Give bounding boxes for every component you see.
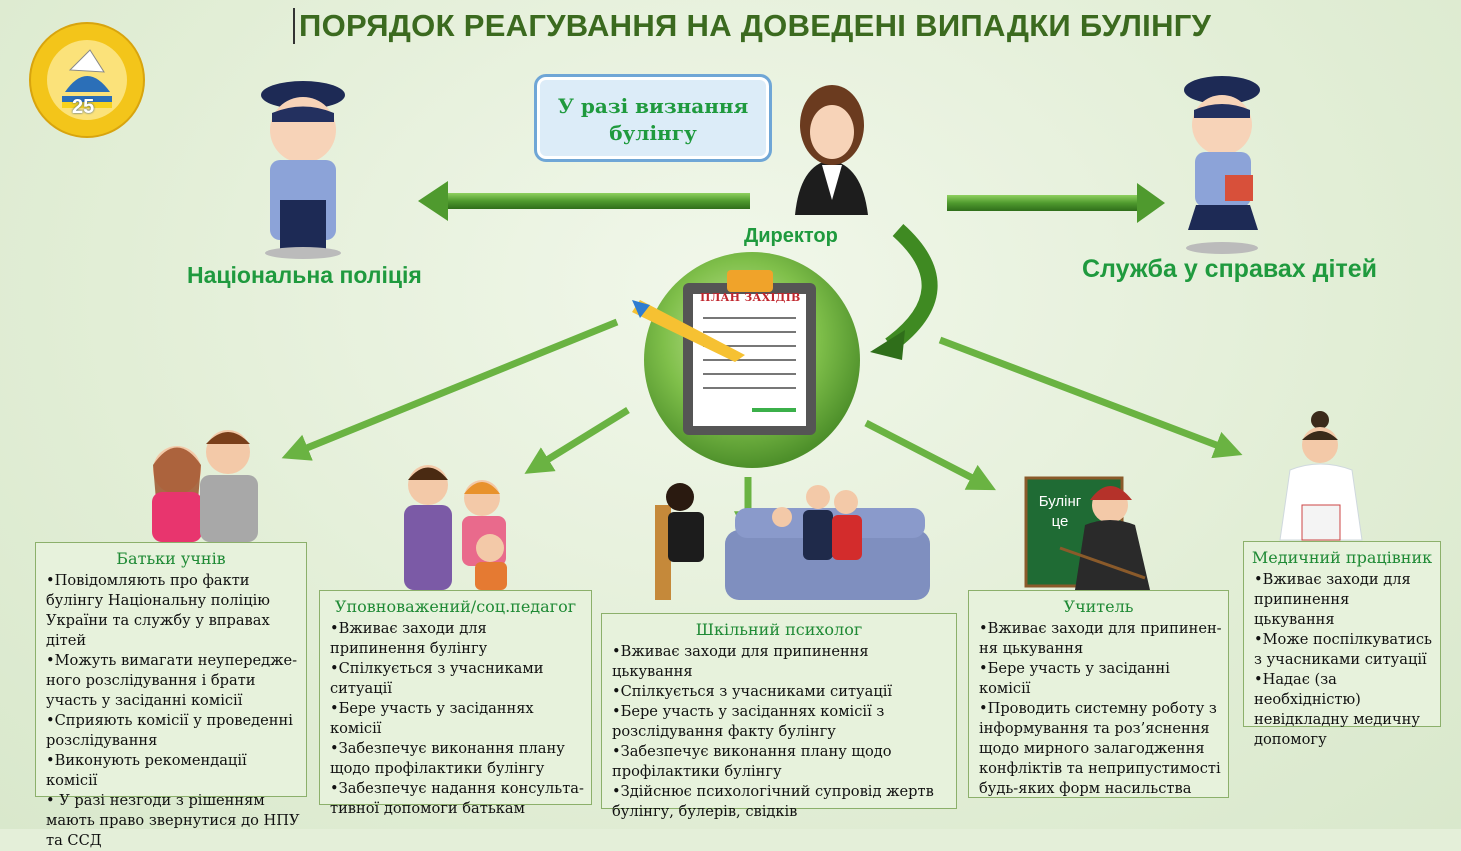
psychologist-item: •Спілкується з учасниками ситуації: [612, 683, 893, 700]
medic-item: •Надає (за необхідністю) невідкладну мед…: [1254, 671, 1420, 748]
social-item: •Спілкується з учасниками ситуації: [330, 660, 544, 697]
director-label: Директор: [744, 225, 838, 247]
social-item: •Забезпечує виконання плану щодо профіла…: [330, 740, 565, 777]
page-title: ПОРЯДОК РЕАГУВАННЯ НА ДОВЕДЕНІ ВИПАДКИ Б…: [293, 8, 1211, 44]
speech-bubble-text: У разі визнання булінгу: [557, 94, 749, 145]
social-item: •Вживає заходи для припинення булінгу: [330, 620, 488, 657]
medic-item: •Може поспілкуватись з учасниками ситуац…: [1254, 631, 1432, 668]
teacher-scene: [1024, 476, 1150, 590]
police-label: Національна поліція: [187, 262, 422, 288]
teacher-box: Учитель •Вживає заходи для припинен-ня ц…: [968, 590, 1229, 798]
medic-box-title: Медичний працівник: [1251, 548, 1433, 567]
plan-label: ПЛАН ЗАХІДІВ: [700, 291, 801, 304]
parents-item: •Сприяють комісії у проведенні розслідув…: [46, 712, 293, 749]
psychologist-item: •Вживає заходи для припинення цькування: [612, 643, 869, 680]
teacher-item: •Проводить системну роботу з інформуванн…: [979, 700, 1221, 797]
psychologist-item: •Забезпечує виконання плану щодо профіла…: [612, 743, 892, 780]
parents-item: •Можуть вимагати неупередже-ного розслід…: [46, 652, 298, 709]
parents-box: Батьки учнів •Повідомляють про факти бул…: [35, 542, 307, 849]
arrow-director-to-plan: [870, 224, 938, 360]
parents-item: •Виконують рекомендації комісії: [46, 752, 247, 789]
social-item: •Бере участь у засіданнях комісії: [330, 700, 534, 737]
psychologist-box-title: Шкільний психолог: [695, 620, 863, 639]
teacher-board-text: Булінг це: [1038, 493, 1082, 530]
medic-item: •Вживає заходи для припинення цькування: [1254, 571, 1411, 628]
arrow-to-teacher: [864, 419, 996, 491]
parents-box-title: Батьки учнів: [116, 549, 226, 568]
social-pedagogue-figure: [404, 465, 507, 590]
parents-item: • У разі незгоди з рішенням мають право …: [46, 792, 300, 849]
thin-arrows: [281, 318, 1243, 540]
director-figure: [795, 85, 868, 215]
medic-figure: [1279, 411, 1363, 541]
parents-figure: [152, 430, 258, 542]
arrow-to-police: [418, 181, 750, 221]
graphics-layer: [29, 22, 1363, 600]
psychologist-item: •Здійснює психологічний супровід жертв б…: [612, 783, 934, 820]
psychologist-item: •Бере участь у засіданнях комісії з розс…: [612, 703, 885, 740]
medic-box: Медичний працівник •Вживає заходи для пр…: [1243, 541, 1441, 748]
logo-number: 25: [72, 96, 95, 118]
children-service-officer-figure: [1184, 76, 1260, 254]
plan-circle: [632, 252, 860, 468]
teacher-item: •Бере участь у засіданні комісії: [979, 660, 1170, 697]
children-service-label: Служба у справах дітей: [1082, 255, 1377, 283]
teacher-item: •Вживає заходи для припинен-ня цькування: [979, 620, 1222, 657]
social-pedagogue-box: Уповноважений/соц.педагог •Вживає заходи…: [319, 590, 592, 817]
police-officer-figure: [261, 81, 345, 259]
arrow-to-children-service: [947, 183, 1165, 223]
arrow-to-medic: [938, 336, 1243, 459]
arrow-to-social: [524, 407, 630, 474]
school-logo: [29, 22, 145, 138]
social-item: •Забезпечує надання консульта-тивної доп…: [330, 780, 584, 817]
parents-item: •Повідомляють про факти булінгу Націонал…: [46, 572, 270, 649]
psychologist-scene: [655, 483, 930, 600]
psychologist-box: Шкільний психолог •Вживає заходи для при…: [601, 613, 957, 820]
social-box-title: Уповноважений/соц.педагог: [334, 597, 577, 616]
speech-bubble: У разі визнання булінгу: [534, 74, 772, 162]
teacher-box-title: Учитель: [1063, 597, 1134, 616]
arrow-to-parents: [281, 318, 619, 461]
